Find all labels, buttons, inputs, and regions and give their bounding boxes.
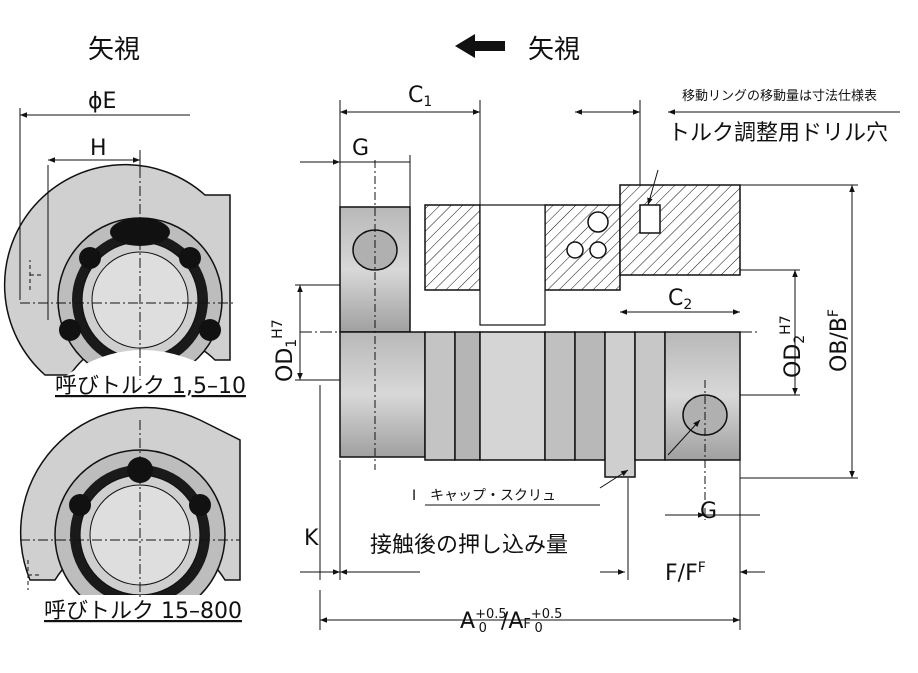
caption-top: 呼びトルク 1,5–10 (55, 374, 246, 399)
end-view-bottom (19, 406, 245, 621)
view-arrow-icon (455, 34, 505, 58)
ob-label: OB/BF (826, 309, 852, 372)
ff-label: F/FF (665, 560, 706, 586)
caption-bottom: 呼びトルク 15–800 (44, 599, 242, 624)
contact-push-label: 接触後の押し込み量 (370, 533, 568, 558)
view-label-left: 矢視 (88, 35, 140, 65)
coupling-assembly (300, 160, 760, 520)
moving-ring-note: 移動リングの移動量は寸法仕様表 (682, 89, 877, 104)
cap-screw-mark: I (412, 488, 416, 504)
k-label: K (304, 526, 319, 551)
cap-screw-label: キャップ・スクリュ (430, 488, 556, 504)
c1-label: C1 (408, 83, 432, 110)
od1-label: OD1H7 (270, 319, 300, 382)
g-bottom-label: G (700, 499, 717, 524)
end-view-top (3, 108, 235, 400)
od2-label: OD2H7 (778, 315, 808, 378)
torque-drill-label: トルク調整用ドリル穴 (668, 121, 888, 146)
h-label: H (90, 136, 107, 161)
dimension-lines (295, 100, 900, 630)
c2-label: C2 (668, 286, 692, 313)
g-top-label: G (352, 136, 369, 161)
phi-e-label: ϕE (88, 89, 116, 114)
view-label-right: 矢視 (528, 35, 580, 65)
